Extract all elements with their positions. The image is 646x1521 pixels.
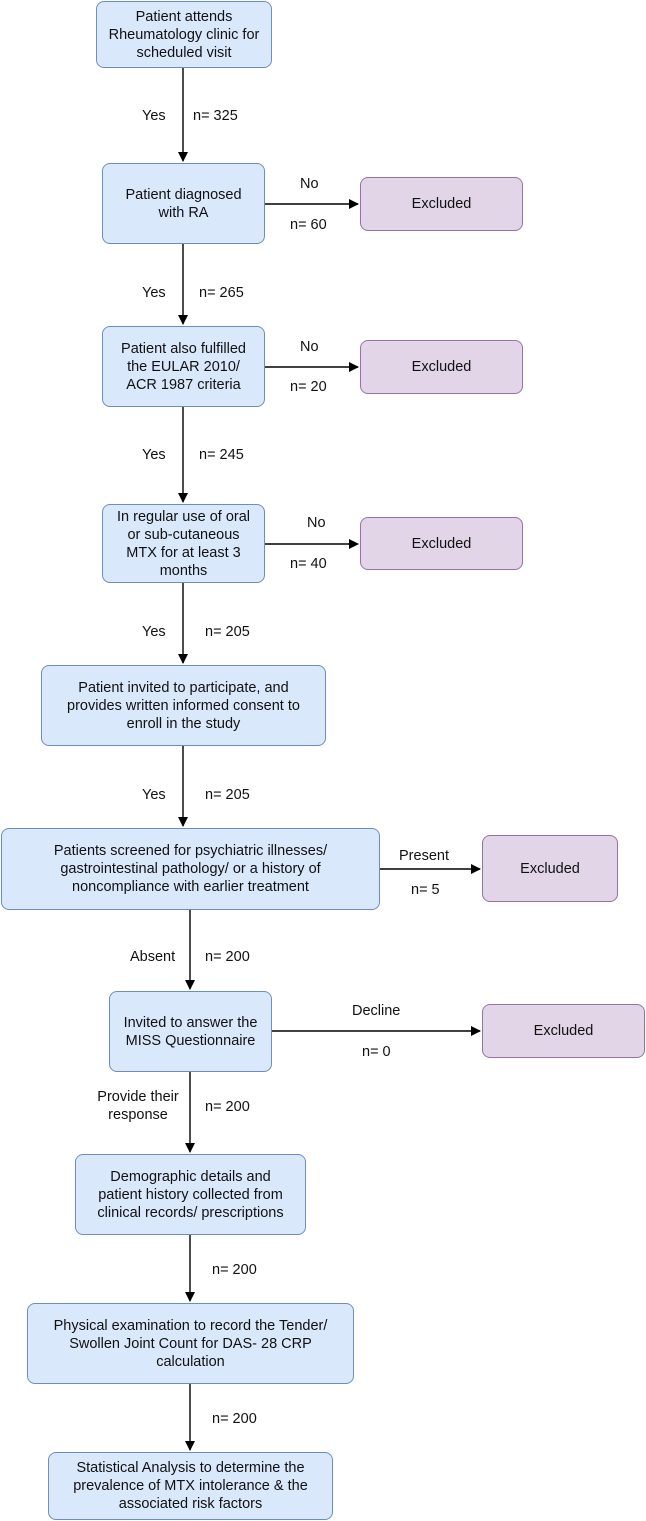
box-statistical-analysis: Statistical Analysis to determine the pr…: [48, 1452, 333, 1520]
box-excluded-1: Excluded: [360, 177, 523, 231]
box-excluded-4: Excluded: [482, 835, 618, 902]
box-screening-text: Patients screened for psychiatric illnes…: [53, 843, 328, 895]
box-excluded-4-text: Excluded: [520, 860, 580, 877]
label-no-2: No: [300, 176, 319, 192]
box-excluded-3-text: Excluded: [411, 535, 472, 552]
box-clinic-visit: Patient attends Rheumatology clinic for …: [96, 1, 272, 68]
label-yes-1: Yes: [142, 108, 166, 124]
label-n-40: n= 40: [290, 556, 327, 572]
label-n-200-c: n= 200: [212, 1262, 257, 1278]
box-screening: Patients screened for psychiatric illnes…: [1, 828, 380, 910]
label-yes-4: Yes: [142, 624, 166, 640]
label-n-205-a: n= 205: [205, 624, 250, 640]
box-physical-exam: Physical examination to record the Tende…: [27, 1303, 354, 1384]
label-yes-2: Yes: [142, 285, 166, 301]
label-no-3: No: [300, 339, 319, 355]
label-n-325: n= 325: [193, 108, 238, 124]
label-n-60: n= 60: [290, 217, 327, 233]
box-physical-exam-text: Physical examination to record the Tende…: [53, 1317, 328, 1370]
label-yes-5: Yes: [142, 787, 166, 803]
box-excluded-2-text: Excluded: [411, 359, 472, 375]
label-provide-response: Provide their response: [97, 1089, 179, 1123]
label-yes-3: Yes: [142, 447, 166, 463]
label-absent: Absent: [130, 949, 176, 965]
label-n-245: n= 245: [199, 447, 244, 463]
box-demographics-text: Demographic details and patient history …: [97, 1168, 284, 1221]
box-eular-criteria-text: Patient also fulfilled the EULAR 2010/ A…: [121, 340, 246, 393]
box-demographics: Demographic details and patient history …: [75, 1154, 306, 1235]
label-n-20: n= 20: [290, 379, 327, 395]
label-n-5: n= 5: [411, 882, 440, 898]
label-n-0: n= 0: [362, 1044, 391, 1060]
box-eular-criteria: Patient also fulfilled the EULAR 2010/ A…: [102, 326, 265, 407]
box-clinic-visit-text: Patient attends Rheumatology clinic for …: [108, 8, 260, 61]
box-excluded-1-text: Excluded: [411, 196, 472, 212]
box-miss-questionnaire-text: Invited to answer the MISS Questionnaire: [123, 1014, 258, 1049]
box-excluded-5-text: Excluded: [533, 1023, 594, 1039]
label-n-200-a: n= 200: [205, 949, 250, 965]
box-excluded-2: Excluded: [360, 340, 523, 394]
label-n-265: n= 265: [199, 285, 244, 301]
label-n-205-b: n= 205: [205, 787, 250, 803]
label-n-200-d: n= 200: [212, 1411, 257, 1427]
box-diagnosed-ra-text: Patient diagnosed with RA: [125, 186, 242, 221]
label-n-200-b: n= 200: [205, 1099, 250, 1115]
label-present: Present: [399, 848, 449, 864]
box-excluded-5: Excluded: [482, 1004, 645, 1058]
box-diagnosed-ra: Patient diagnosed with RA: [102, 163, 265, 244]
box-mtx-use-text: In regular use of oral or sub-cutaneous …: [117, 508, 250, 579]
box-informed-consent-text: Patient invited to participate, and prov…: [67, 679, 300, 732]
box-informed-consent: Patient invited to participate, and prov…: [41, 665, 326, 746]
box-statistical-analysis-text: Statistical Analysis to determine the pr…: [73, 1460, 308, 1512]
box-excluded-3: Excluded: [360, 517, 523, 570]
label-decline: Decline: [352, 1003, 401, 1019]
box-miss-questionnaire: Invited to answer the MISS Questionnaire: [109, 991, 272, 1072]
label-no-4: No: [307, 515, 326, 531]
box-mtx-use: In regular use of oral or sub-cutaneous …: [102, 504, 265, 583]
